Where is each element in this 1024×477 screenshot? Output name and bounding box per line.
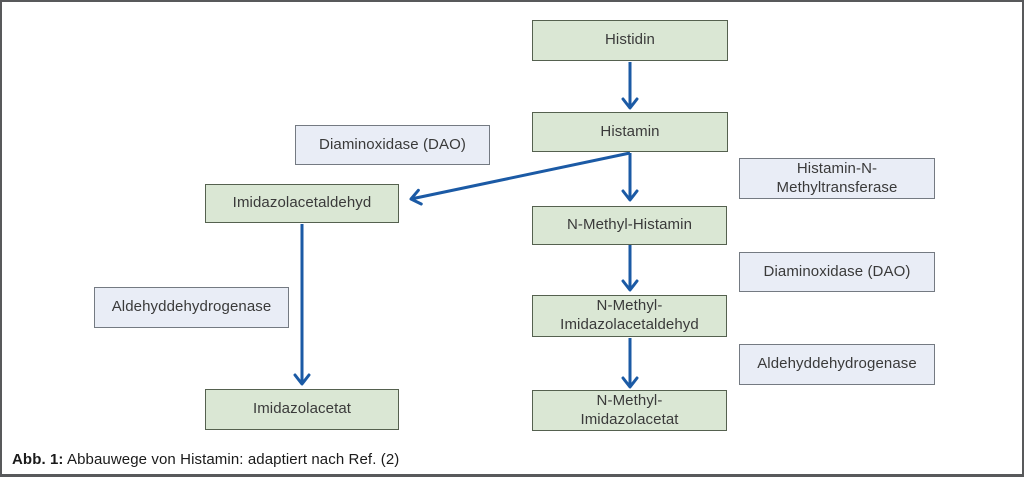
node-imidazolacetaldehyd: Imidazolacetaldehyd [205,184,399,223]
enzyme-aldehyddehydrogenase-right: Aldehyddehydrogenase [739,344,935,385]
enzyme-aldehyddehydrogenase-left: Aldehyddehydrogenase [94,287,289,328]
node-n-methyl-imidazolacetat: N-Methyl- Imidazolacetat [532,390,727,431]
caption-label: Abb. 1: [12,451,64,468]
enzyme-diaminoxidase-left: Diaminoxidase (DAO) [295,125,490,165]
enzyme-histamin-n-methyltransferase: Histamin-N- Methyltransferase [739,158,935,199]
node-n-methyl-histamin: N-Methyl-Histamin [532,206,727,245]
caption-text: Abbauwege von Histamin: adaptiert nach R… [66,451,400,468]
figure-caption: Abb. 1: Abbauwege von Histamin: adaptier… [12,451,399,468]
node-histidin: Histidin [532,20,728,61]
node-imidazolacetat: Imidazolacetat [205,389,399,430]
node-histamin: Histamin [532,112,728,152]
enzyme-diaminoxidase-right: Diaminoxidase (DAO) [739,252,935,292]
node-n-methyl-imidazolacetaldehyd: N-Methyl- Imidazolacetaldehyd [532,295,727,337]
